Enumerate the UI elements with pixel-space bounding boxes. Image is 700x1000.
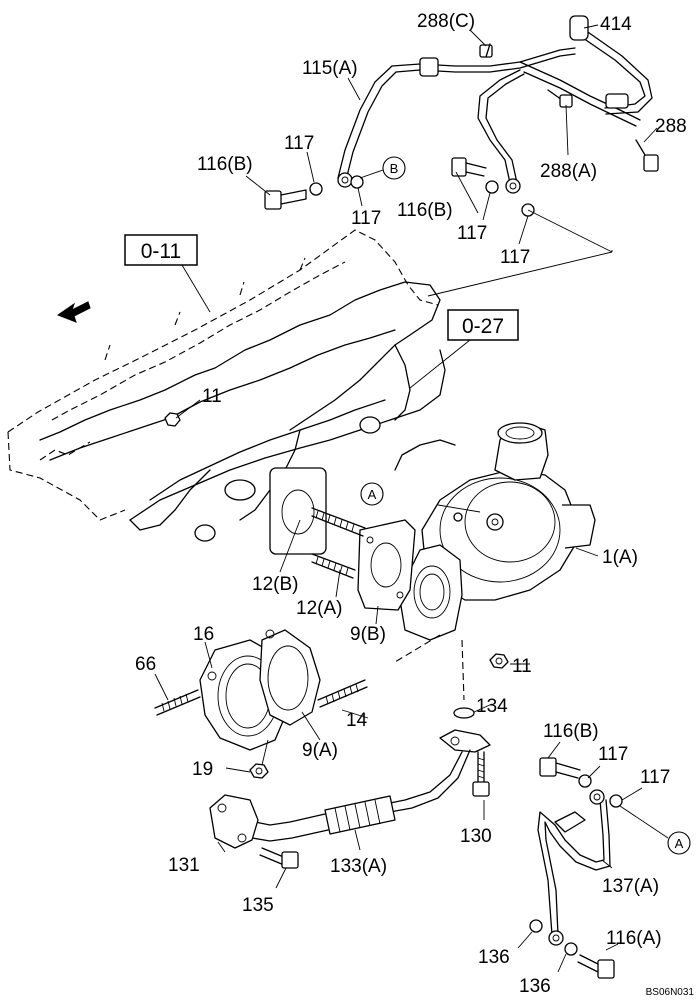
label-9b: 9(B)	[350, 624, 386, 645]
washer-117-b	[350, 175, 364, 189]
washer-117-f	[609, 794, 623, 808]
stud-12b	[311, 507, 366, 537]
svg-text:A: A	[675, 836, 684, 851]
nut-19	[249, 763, 269, 779]
label-1a: 1(A)	[602, 547, 638, 568]
label-11-top: 11	[202, 386, 222, 407]
label-12a: 12(A)	[296, 598, 342, 619]
bolt-288	[635, 139, 659, 172]
label-414: 414	[600, 14, 632, 35]
label-19: 19	[192, 759, 213, 780]
oil-pipe-115a	[337, 47, 576, 188]
bolt-288c	[479, 43, 493, 58]
label-136-b: 136	[519, 976, 551, 997]
svg-text:0-11: 0-11	[141, 240, 181, 263]
stud-66	[154, 689, 201, 716]
drawing-code: BS06N031	[646, 987, 695, 998]
oil-drain-pipe-133a	[251, 729, 491, 842]
label-136-a: 136	[478, 947, 510, 968]
label-117-d: 117	[500, 247, 530, 268]
label-66: 66	[135, 654, 156, 675]
washer-136-a	[529, 919, 543, 933]
label-288a: 288(A)	[540, 161, 597, 182]
label-116b-top: 116(B)	[197, 154, 253, 175]
leader-lines	[154, 24, 658, 973]
bolt-116b-mid	[451, 157, 487, 177]
label-14: 14	[346, 710, 368, 731]
label-116b-low: 116(B)	[543, 721, 599, 742]
washer-117-c	[485, 180, 499, 194]
bolt-135	[259, 847, 299, 869]
part-labels: 288(C) 414 288 115(A) 288(A) 116(B) 117 …	[135, 11, 694, 998]
bolt-116a	[577, 954, 615, 979]
gasket-9a	[259, 629, 321, 726]
oil-pipe-137a	[537, 789, 611, 946]
label-115a: 115(A)	[302, 58, 358, 79]
label-116a: 116(A)	[606, 928, 662, 949]
cylinder-head-outline	[7, 229, 439, 521]
callout-b-top: B	[359, 156, 406, 180]
label-9a: 9(A)	[302, 740, 338, 761]
label-135: 135	[242, 895, 274, 916]
svg-text:0-27: 0-27	[462, 315, 504, 338]
label-11-bot: 11	[512, 656, 532, 677]
bolt-130	[472, 751, 490, 797]
svg-text:A: A	[368, 487, 377, 502]
bolt-116b-low	[539, 757, 581, 779]
o-ring-134	[453, 707, 475, 719]
oil-pipe-upper-return	[477, 15, 653, 194]
bolt-116b-top	[264, 189, 307, 210]
label-16: 16	[193, 624, 214, 645]
flange-131	[209, 794, 259, 849]
label-137a: 137(A)	[602, 876, 659, 897]
label-131: 131	[168, 855, 200, 876]
label-116b-mid: 116(B)	[397, 200, 453, 221]
front-direction-arrow-icon	[56, 301, 91, 323]
exhaust-manifold	[39, 281, 456, 555]
svg-text:B: B	[390, 161, 399, 176]
callout-a-right: A	[619, 805, 691, 855]
label-12b: 12(B)	[252, 574, 298, 595]
label-288c: 288(C)	[417, 11, 475, 32]
label-133a: 133(A)	[330, 856, 387, 877]
nut-11-upper	[164, 412, 181, 427]
washer-136-b	[564, 942, 578, 956]
stud-12a	[311, 553, 356, 579]
label-117-a: 117	[284, 133, 314, 154]
washer-117-a	[309, 182, 323, 196]
nut-11-lower	[489, 653, 509, 669]
label-117-c: 117	[457, 223, 487, 244]
label-134: 134	[476, 696, 508, 717]
label-117-e: 117	[598, 744, 628, 765]
label-117-b: 117	[351, 208, 381, 229]
turbocharger	[399, 422, 596, 641]
gasket-9b	[357, 519, 416, 611]
reference-box-0-11: 0-11	[124, 234, 211, 313]
label-130: 130	[460, 826, 492, 847]
reference-box-0-27: 0-27	[409, 309, 519, 389]
label-288: 288	[655, 116, 687, 137]
label-117-f: 117	[640, 767, 670, 788]
stud-14	[317, 679, 368, 708]
callout-a-mid: A	[360, 482, 384, 506]
